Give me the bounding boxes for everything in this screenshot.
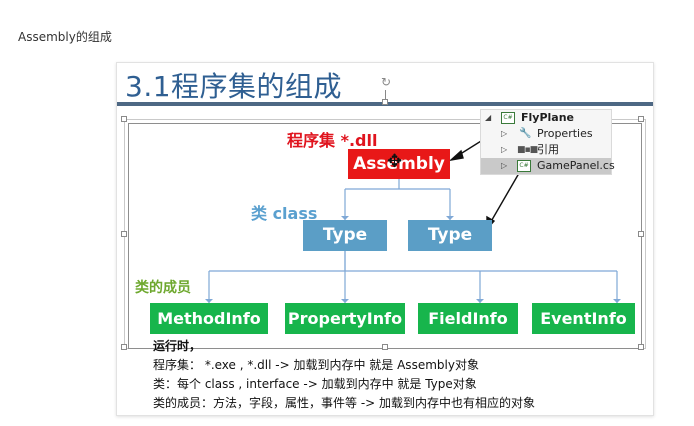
- wrench-icon: 🔧: [519, 128, 532, 139]
- collapsed-triangle-icon[interactable]: ▷: [501, 129, 508, 138]
- solution-project-row[interactable]: ◢ C# FlyPlane: [481, 110, 611, 126]
- solution-item-references[interactable]: ▷ ■▪■ 引用: [481, 142, 611, 158]
- solution-item-properties[interactable]: ▷ 🔧 Properties: [481, 126, 611, 142]
- eventinfo-box: EventInfo: [532, 303, 635, 334]
- class-label: 类 class: [251, 204, 318, 223]
- resize-handle-top-left[interactable]: [121, 116, 127, 122]
- page-heading: Assembly的组成: [18, 30, 112, 44]
- fieldinfo-box: FieldInfo: [418, 303, 518, 334]
- note-line-assembly: 程序集： *.exe , *.dll -> 加载到内存中 就是 Assembly…: [153, 358, 479, 372]
- solution-item-label: 引用: [537, 143, 559, 156]
- slide-title: 3.1程序集的组成: [125, 70, 343, 103]
- references-icon: ■▪■: [517, 145, 538, 155]
- rotate-handle-line: [385, 90, 386, 102]
- solution-item-label: Properties: [537, 127, 593, 140]
- assembly-box: Assembly: [348, 149, 450, 179]
- methodinfo-box: MethodInfo: [150, 303, 268, 334]
- runtime-heading: 运行时，: [153, 339, 202, 353]
- mouse-cursor-icon: ✥: [387, 151, 403, 172]
- resize-handle-left[interactable]: [121, 231, 127, 237]
- note-line-class: 类：每个 class , interface -> 加载到内存中 就是 Type…: [153, 377, 477, 391]
- slide-image: 3.1程序集的组成 ↻: [116, 62, 654, 416]
- type-box-left: Type: [303, 220, 387, 251]
- member-label: 类的成员: [135, 280, 191, 296]
- resize-handle-bottom-left[interactable]: [121, 344, 127, 350]
- expanded-triangle-icon[interactable]: ◢: [485, 113, 492, 122]
- solution-item-label: GamePanel.cs: [537, 159, 615, 172]
- rotate-handle-icon[interactable]: ↻: [380, 75, 392, 89]
- csharp-project-icon: C#: [501, 112, 515, 124]
- collapsed-triangle-icon[interactable]: ▷: [501, 161, 508, 170]
- propertyinfo-box: PropertyInfo: [285, 303, 405, 334]
- assembly-label: 程序集 *.dll: [287, 131, 378, 150]
- resize-handle-right[interactable]: [638, 231, 644, 237]
- solution-explorer-panel: ◢ C# FlyPlane ▷ 🔧 Properties ▷ ■▪■ 引用 ▷ …: [480, 109, 615, 175]
- resize-handle-bottom-right[interactable]: [638, 344, 644, 350]
- note-line-members: 类的成员：方法，字段，属性，事件等 -> 加载到内存中也有相应的对象: [153, 396, 536, 410]
- collapsed-triangle-icon[interactable]: ▷: [501, 145, 508, 154]
- resize-handle-bottom[interactable]: [382, 344, 388, 350]
- type-box-right: Type: [408, 220, 492, 251]
- runtime-notes: 运行时， 程序集： *.exe , *.dll -> 加载到内存中 就是 Ass…: [153, 337, 535, 413]
- csharp-file-icon: C#: [517, 160, 531, 172]
- resize-handle-top[interactable]: [382, 99, 388, 105]
- resize-handle-top-right[interactable]: [638, 116, 644, 122]
- project-name: FlyPlane: [521, 111, 575, 124]
- solution-item-gamepanel[interactable]: ▷ C# GamePanel.cs: [481, 158, 615, 174]
